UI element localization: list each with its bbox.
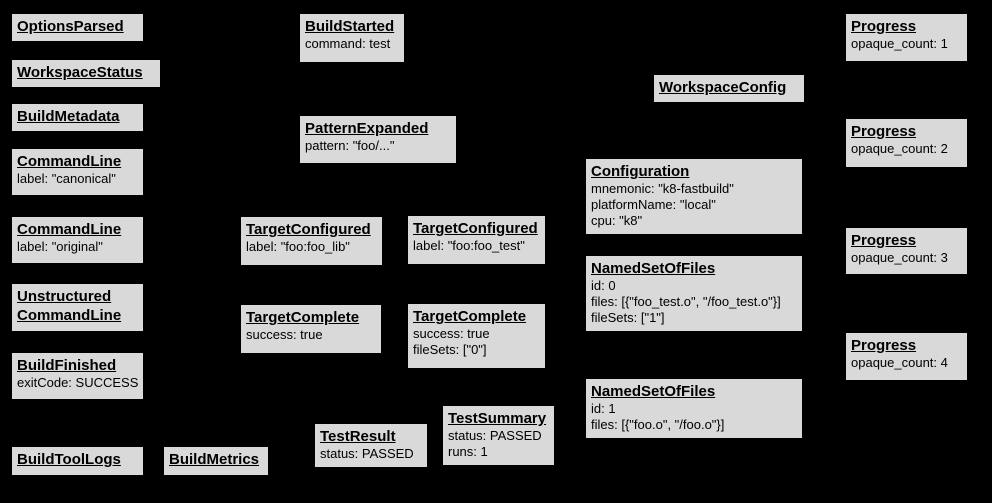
node-title: WorkspaceConfig (659, 79, 787, 96)
node-progress-3: Progress opaque_count: 3 (845, 227, 968, 275)
node-target-complete-foo-lib: TargetComplete success: true (240, 304, 382, 354)
node-field: pattern: "foo/..." (305, 138, 395, 153)
node-title: OptionsParsed (17, 18, 124, 35)
node-unstructured-command-line: Unstructured CommandLine (11, 283, 144, 332)
node-field: opaque_count: 3 (851, 250, 948, 265)
node-field: label: "foo:foo_lib" (246, 239, 350, 254)
node-field: runs: 1 (448, 444, 488, 459)
node-title: CommandLine (17, 153, 122, 170)
node-test-result: TestResult status: PASSED (314, 423, 428, 468)
node-field: opaque_count: 4 (851, 355, 948, 370)
node-title: NamedSetOfFiles (591, 260, 716, 277)
node-title: CommandLine (17, 221, 122, 238)
node-title: TestResult (320, 428, 396, 445)
node-field: command: test (305, 36, 391, 51)
node-field: success: true (413, 326, 490, 341)
node-field: platformName: "local" (591, 197, 716, 212)
node-title: Configuration (591, 163, 690, 180)
node-title: Progress (851, 18, 917, 35)
node-title: BuildFinished (17, 357, 117, 374)
node-field: fileSets: ["0"] (413, 342, 487, 357)
node-target-configured-foo-test: TargetConfigured label: "foo:foo_test" (407, 215, 546, 265)
node-title: BuildStarted (305, 18, 395, 35)
node-field: id: 1 (591, 401, 616, 416)
node-field: label: "foo:foo_test" (413, 238, 525, 253)
node-progress-4: Progress opaque_count: 4 (845, 332, 968, 381)
node-field: opaque_count: 1 (851, 36, 948, 51)
node-workspace-config: WorkspaceConfig (653, 74, 805, 103)
node-title: TargetConfigured (246, 221, 371, 238)
node-field: exitCode: SUCCESS (17, 375, 139, 390)
node-field: fileSets: ["1"] (591, 310, 665, 325)
node-title: TargetComplete (413, 308, 527, 325)
node-command-line-original: CommandLine label: "original" (11, 216, 144, 264)
node-field: id: 0 (591, 278, 616, 293)
node-title: TestSummary (448, 410, 547, 427)
node-title: BuildMetadata (17, 108, 120, 125)
node-field: label: "original" (17, 239, 103, 254)
node-build-metrics: BuildMetrics (163, 446, 269, 476)
node-target-complete-foo-test: TargetComplete success: true fileSets: [… (407, 303, 546, 369)
node-build-tool-logs: BuildToolLogs (11, 446, 144, 476)
node-workspace-status: WorkspaceStatus (11, 59, 161, 88)
node-title: WorkspaceStatus (17, 64, 143, 81)
node-progress-1: Progress opaque_count: 1 (845, 13, 968, 62)
node-named-set-of-files-1: NamedSetOfFiles id: 1 files: [{"foo.o", … (585, 378, 803, 439)
node-title: TargetConfigured (413, 220, 538, 237)
node-progress-2: Progress opaque_count: 2 (845, 118, 968, 168)
node-title: Progress (851, 232, 917, 249)
node-options-parsed: OptionsParsed (11, 13, 144, 42)
node-field: status: PASSED (448, 428, 542, 443)
node-title: Unstructured CommandLine (17, 288, 122, 324)
node-title: Progress (851, 337, 917, 354)
node-build-started: BuildStarted command: test (299, 13, 405, 63)
node-title: PatternExpanded (305, 120, 429, 137)
node-title: TargetComplete (246, 309, 360, 326)
node-field: status: PASSED (320, 446, 414, 461)
node-target-configured-foo-lib: TargetConfigured label: "foo:foo_lib" (240, 216, 383, 266)
node-title: Progress (851, 123, 917, 140)
node-title: BuildMetrics (169, 451, 260, 468)
node-field: opaque_count: 2 (851, 141, 948, 156)
node-title: NamedSetOfFiles (591, 383, 716, 400)
node-test-summary: TestSummary status: PASSED runs: 1 (442, 405, 555, 466)
node-field: files: [{"foo_test.o", "/foo_test.o"}] (591, 294, 781, 309)
node-configuration: Configuration mnemonic: "k8-fastbuild" p… (585, 158, 803, 235)
node-field: cpu: "k8" (591, 213, 643, 228)
node-field: mnemonic: "k8-fastbuild" (591, 181, 734, 196)
node-field: label: "canonical" (17, 171, 116, 186)
node-named-set-of-files-0: NamedSetOfFiles id: 0 files: [{"foo_test… (585, 255, 803, 332)
node-command-line-canonical: CommandLine label: "canonical" (11, 148, 144, 196)
node-field: files: [{"foo.o", "/foo.o"}] (591, 417, 725, 432)
node-build-finished: BuildFinished exitCode: SUCCESS (11, 352, 144, 400)
node-build-metadata: BuildMetadata (11, 103, 144, 132)
node-field: success: true (246, 327, 323, 342)
node-title: BuildToolLogs (17, 451, 121, 468)
node-pattern-expanded: PatternExpanded pattern: "foo/..." (299, 115, 457, 164)
